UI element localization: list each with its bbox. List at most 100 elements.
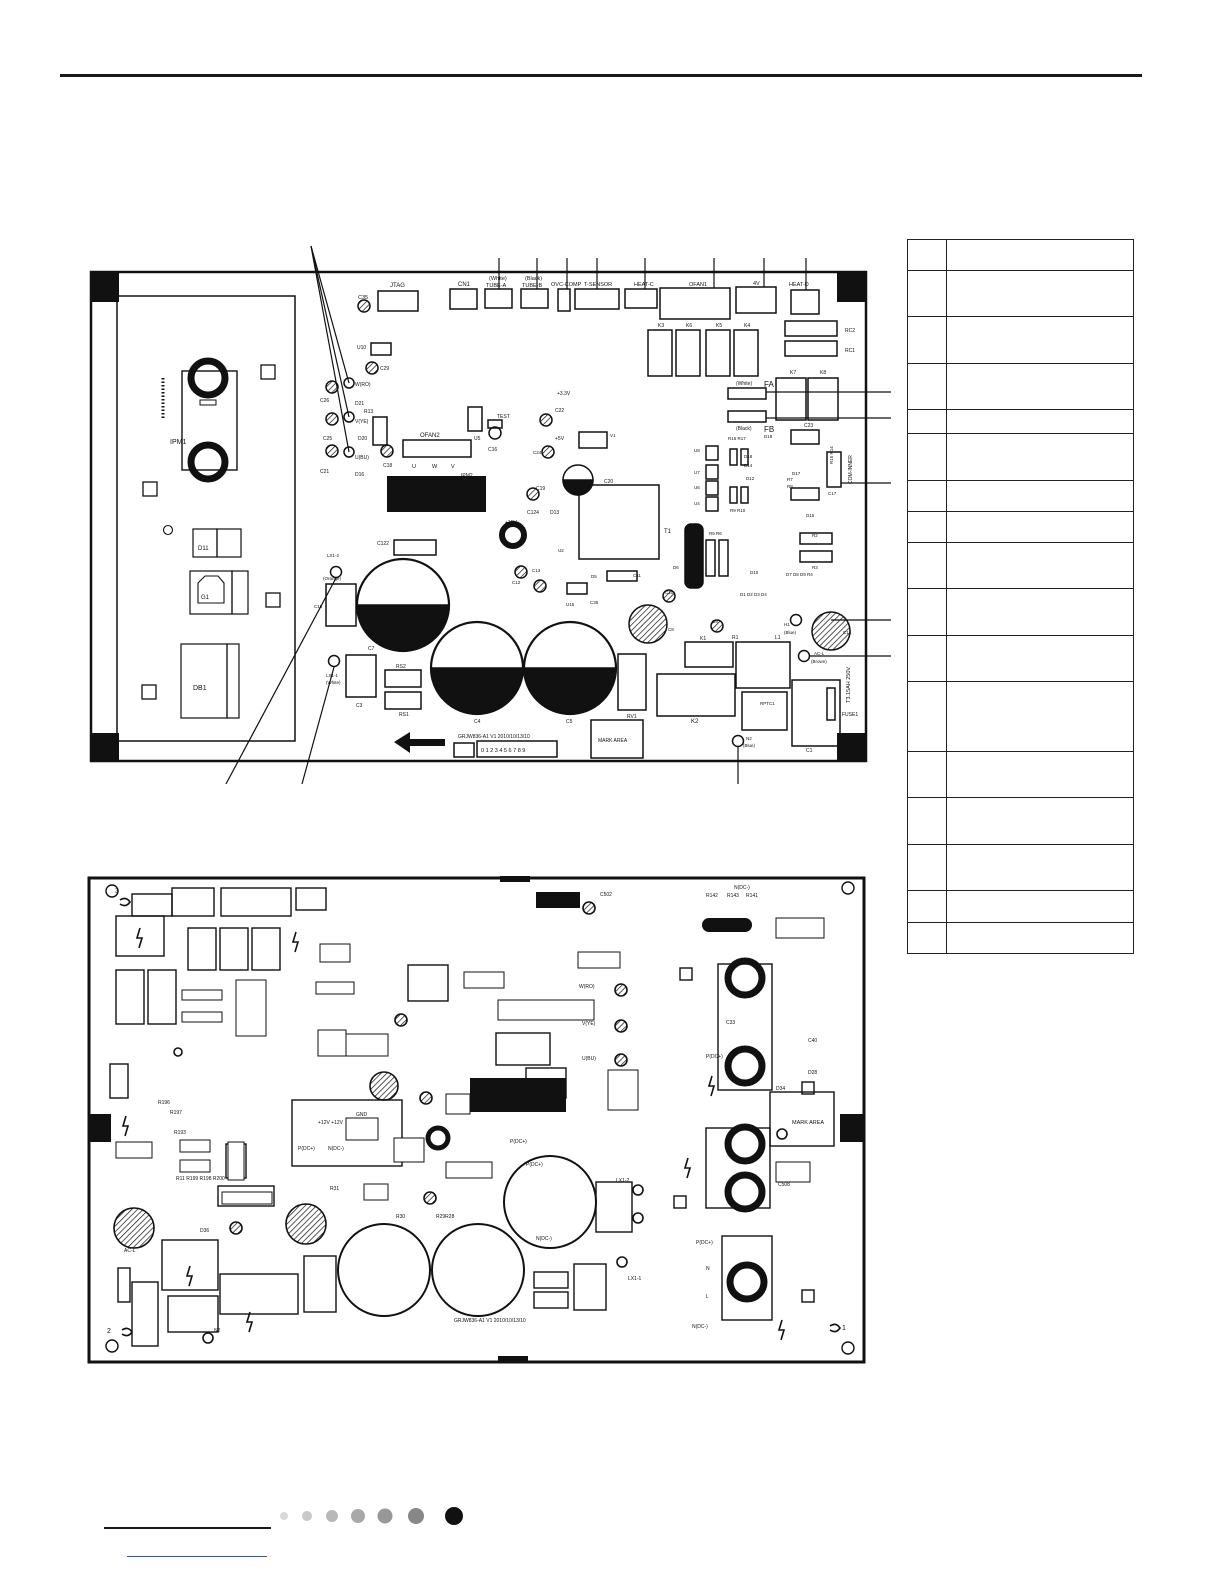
label-lx1-2-note: (Orange) — [323, 576, 342, 581]
label-v: V — [451, 464, 455, 470]
bottom-label-lx1-2: LX1-2 — [616, 1178, 630, 1184]
label-c35: C35 — [358, 295, 368, 301]
label-d13: D13 — [550, 510, 559, 516]
progress-dot — [377, 1508, 393, 1524]
label-r3: R3 — [812, 565, 818, 570]
label-k4: K4 — [744, 323, 750, 329]
label-t1: T1 — [664, 529, 672, 535]
bottom-label-pdc-cap: P(DC+) — [526, 1162, 543, 1168]
label-lx1-1: LX1-1 — [326, 673, 339, 678]
label-c1: C1 — [806, 748, 813, 754]
label-u7: U7 — [694, 470, 700, 475]
label-u5: U5 — [474, 436, 481, 442]
footer-rule — [104, 1527, 271, 1529]
label-com-inner: COM-INNER — [848, 455, 854, 484]
label-tube-b: TUBE-B — [522, 283, 543, 289]
header-rule — [60, 74, 1142, 77]
label-rs2: RS2 — [396, 664, 406, 670]
label-d21: D21 — [355, 401, 364, 407]
label-heat-d: HEAT-D — [789, 282, 809, 288]
label-w-ro: W(RO) — [355, 382, 371, 388]
label-v-ye: V(YE) — [355, 419, 369, 425]
label-k6: K6 — [686, 323, 692, 329]
bottom-corner-3: 3 — [115, 888, 119, 895]
bottom-label-r141: R141 — [746, 893, 758, 899]
label-tube-a: TUBE-A — [486, 283, 507, 289]
label-k3: K3 — [658, 323, 664, 329]
label-tube-a-note: (White) — [489, 276, 507, 282]
bottom-label-d34: D34 — [776, 1086, 785, 1092]
label-rc2: RC2 — [845, 328, 855, 334]
bottom-corner-1: 1 — [842, 1325, 846, 1332]
terminal-ac-l — [797, 649, 811, 663]
label-c14: C14 — [843, 630, 852, 635]
label-c3: C3 — [356, 703, 363, 709]
legend-row — [907, 363, 1134, 410]
label-c12: C12 — [512, 580, 521, 585]
bottom-label-n2: N2 — [214, 1328, 221, 1334]
label-r9-r10: R9 R10 — [730, 508, 746, 513]
label-d15: D15 — [806, 513, 815, 518]
legend-row — [907, 480, 1134, 512]
label-rv1: RV1 — [627, 714, 637, 720]
label-fa: FA — [764, 380, 774, 389]
legend-row — [907, 844, 1134, 891]
terminal-lx1-2 — [329, 565, 343, 579]
bottom-label-r30: R30 — [396, 1214, 405, 1220]
progress-dot-active — [445, 1507, 463, 1525]
bottom-label-mark-area: MARK AREA — [792, 1120, 824, 1126]
label-ac-l: AC-L — [814, 651, 825, 656]
progress-dot — [351, 1509, 365, 1523]
bottom-label-n: N — [706, 1266, 710, 1272]
bottom-label-l: L — [706, 1294, 709, 1300]
bottom-label-pdc-lower: P(DC+) — [696, 1240, 713, 1246]
label-u6: U6 — [694, 485, 700, 490]
label-c5: C5 — [566, 719, 573, 725]
ipm1-mount-bottom — [187, 441, 229, 483]
label-fuse-rating: T3.15AH 250V — [846, 667, 852, 703]
label-lx1-1-note: (White) — [326, 680, 341, 685]
label-n2-note: (Blue) — [743, 743, 756, 748]
label-c4: C4 — [474, 719, 481, 725]
bottom-label-r196: R196 — [158, 1100, 170, 1106]
bottom-label-lx1-1: LX1-1 — [628, 1276, 642, 1282]
bottom-cap-1 — [337, 1223, 431, 1317]
label-jtag: JTAG — [390, 283, 405, 289]
legend-row — [907, 588, 1134, 636]
label-db1: DB1 — [193, 685, 207, 692]
legend-row — [907, 511, 1134, 543]
label-k7: K7 — [790, 370, 796, 376]
label-c21: C21 — [320, 469, 329, 475]
label-u8: U8 — [694, 448, 700, 453]
label-cn1: CN1 — [458, 282, 471, 288]
label-g1: G1 — [201, 595, 210, 601]
legend-row — [907, 409, 1134, 434]
label-c18: C18 — [383, 463, 392, 469]
bottom-corner-2: 2 — [107, 1328, 111, 1335]
label-board-id: GRJW836-A1 V1 2010/10/13/10 — [458, 734, 530, 740]
label-fuse1: FUSE1 — [842, 712, 858, 718]
label-c26: C26 — [320, 398, 329, 404]
bottom-label-r143: R143 — [727, 893, 739, 899]
label-h1-note: (Blue) — [784, 630, 797, 635]
label-l1: L1 — [775, 635, 781, 641]
top-board-outline — [89, 270, 868, 763]
progress-dot — [302, 1511, 312, 1521]
legend-row — [907, 890, 1134, 923]
bottom-cap-3 — [503, 1155, 597, 1249]
bottom-label-c502: C502 — [600, 892, 612, 898]
label-r1: R1 — [732, 635, 739, 641]
label-digits: 0 1 2 3 4 5 6 7 8 9 — [481, 748, 525, 754]
label-d14: D14 — [744, 463, 753, 468]
label-c23: C23 — [804, 423, 813, 429]
legend-row — [907, 922, 1134, 954]
legend-row — [907, 797, 1134, 845]
label-k5: K5 — [716, 323, 722, 329]
label-n2: N2 — [746, 736, 752, 741]
label-c124: C124 — [527, 510, 539, 516]
progress-dot — [280, 1512, 288, 1520]
footer-link-underline[interactable] — [127, 1556, 267, 1557]
legend-row — [907, 433, 1134, 481]
label-d7-d8-d9-r4: D7 D8 D9 R4 — [786, 572, 813, 577]
label-ofan1: OFAN1 — [689, 282, 707, 288]
